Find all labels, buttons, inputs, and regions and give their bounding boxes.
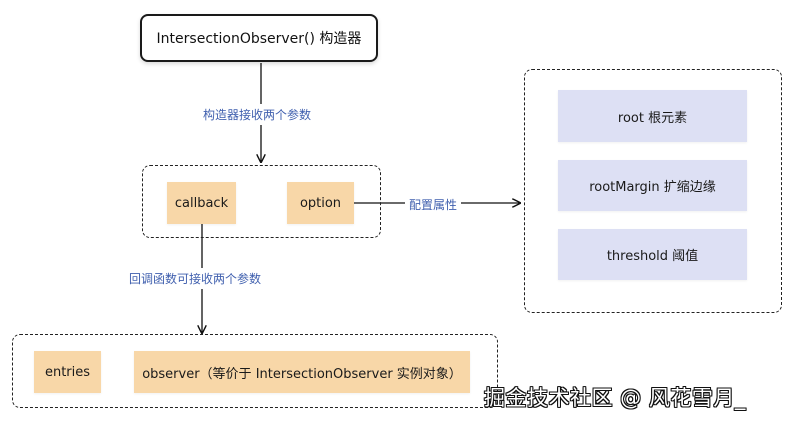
option-label: option	[299, 195, 342, 211]
callback-node: callback	[167, 182, 236, 224]
watermark: 掘金技术社区 @ 风花雪月_	[484, 386, 746, 410]
callback-args-group	[12, 334, 498, 408]
root-margin-label: rootMargin 扩缩边缘	[589, 180, 716, 195]
option-node: option	[287, 182, 354, 224]
edge-label-option-props: 配置属性	[405, 194, 462, 215]
config-group	[524, 69, 782, 313]
callback-label: callback	[174, 195, 229, 211]
constructor-label: IntersectionObserver() 构造器	[156, 31, 362, 47]
root-label: root 根元素	[617, 110, 688, 126]
edge-label-callback-params: 回调函数可接收两个参数	[129, 268, 262, 289]
edge-label-constructor-params: 构造器接收两个参数	[203, 104, 312, 125]
observer-label: observer（等价于 IntersectionObserver 实例对象）	[142, 366, 462, 382]
entries-label: entries	[44, 364, 91, 380]
params-group	[142, 165, 381, 238]
threshold-label: threshold 阈值	[606, 249, 699, 264]
root-margin-node: rootMargin 扩缩边缘	[558, 160, 747, 211]
entries-node: entries	[34, 351, 101, 393]
constructor-node: IntersectionObserver() 构造器	[140, 14, 378, 62]
threshold-node: threshold 阈值	[558, 229, 747, 280]
root-node: root 根元素	[558, 90, 747, 142]
observer-node: observer（等价于 IntersectionObserver 实例对象）	[134, 351, 470, 393]
